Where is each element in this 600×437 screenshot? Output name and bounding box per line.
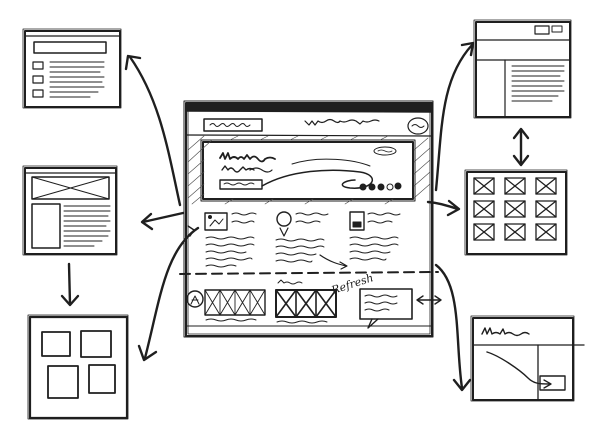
refresh-annotation: Refresh bbox=[329, 271, 375, 297]
wireframe-tile-grid bbox=[27, 314, 129, 420]
wireframe-article-page bbox=[22, 165, 118, 256]
arrow-to-chart-page bbox=[434, 263, 464, 390]
arrow-to-tile-grid bbox=[143, 226, 200, 360]
browser-title-bar bbox=[185, 102, 433, 113]
search-icon bbox=[407, 117, 429, 135]
person-icon bbox=[276, 211, 292, 227]
feature-column-1 bbox=[204, 212, 257, 268]
wireframe-two-column-page bbox=[473, 19, 572, 119]
header-region bbox=[186, 117, 433, 137]
rss-icon bbox=[204, 212, 228, 231]
carousel-dots bbox=[359, 182, 402, 191]
logo-placeholder bbox=[203, 118, 263, 132]
speech-bubble bbox=[359, 288, 413, 320]
wireframe-product-grid bbox=[464, 169, 568, 256]
nav-scribble bbox=[304, 118, 380, 126]
media-icon bbox=[349, 211, 365, 231]
arrow-to-two-column-page bbox=[434, 43, 474, 192]
hero-cta-button bbox=[219, 179, 263, 190]
page-fold-line bbox=[179, 271, 439, 275]
arrow-to-form-page bbox=[128, 55, 182, 207]
feature-column-3 bbox=[349, 211, 401, 261]
wireframe-chart-page bbox=[470, 315, 585, 402]
hero-heading-scribble bbox=[219, 152, 276, 163]
hero-banner bbox=[187, 135, 431, 205]
central-page-wireframe bbox=[179, 100, 439, 338]
feature-columns bbox=[204, 211, 401, 270]
feature-column-2 bbox=[275, 211, 329, 263]
lower-section bbox=[186, 279, 433, 329]
arrow-to-product-grid bbox=[426, 200, 460, 211]
connector-arrows bbox=[60, 41, 530, 392]
avatar bbox=[186, 290, 204, 308]
arrow-to-article-page bbox=[141, 211, 185, 224]
wireframe-form-page bbox=[22, 28, 122, 109]
arrow-article-to-grid bbox=[67, 262, 72, 306]
